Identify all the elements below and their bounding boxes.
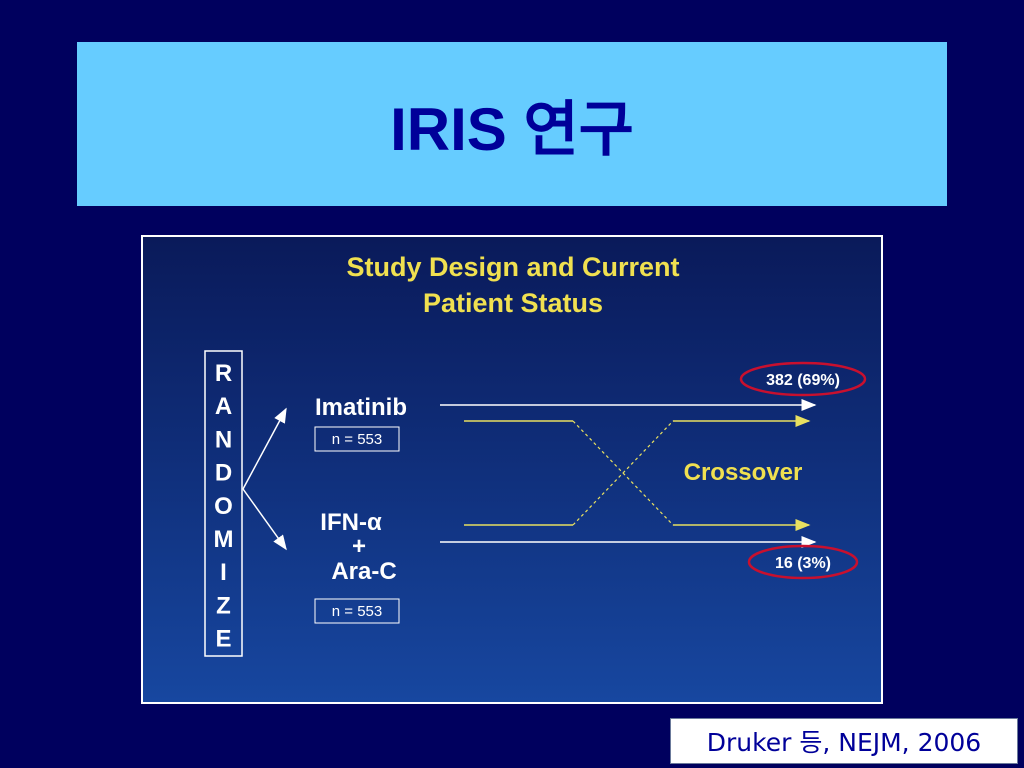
randomize-letter: O <box>214 493 233 520</box>
citation-text: Druker 등, NEJM, 2006 <box>706 728 982 757</box>
arm1-result-circle <box>739 361 867 397</box>
arm1-n-box <box>314 426 400 452</box>
arm1-name: Imatinib <box>315 394 407 421</box>
arm1-result: 382 (69%) <box>766 372 840 389</box>
randomize-letter: N <box>215 426 232 453</box>
randomize-letter: M <box>214 526 234 553</box>
arm2-n-box <box>314 598 400 624</box>
arm2-result-circle <box>747 544 859 580</box>
citation: Druker 등, NEJM, 2006 <box>670 718 1018 764</box>
title-bar: IRIS 연구 <box>77 42 947 206</box>
crossover-diagonal-up <box>572 420 674 526</box>
slide-title: IRIS 연구 <box>390 95 634 163</box>
arm2-result: 16 (3%) <box>775 555 831 572</box>
randomize-letter: R <box>215 360 232 387</box>
randomize-letter: E <box>215 626 231 653</box>
arm2-line1: IFN-α <box>320 509 382 536</box>
randomize-letter: Z <box>216 592 231 619</box>
randomize-box <box>204 350 243 657</box>
branch-arrow-ifn <box>242 488 287 551</box>
arm2-n: n = 553 <box>332 603 382 620</box>
arm2-line3: Ara-C <box>331 558 396 585</box>
diagram-heading-line1: Study Design and Current <box>346 252 679 282</box>
randomize-letter: D <box>215 460 232 487</box>
arm2-line2: + <box>352 533 366 560</box>
randomize-letter: A <box>215 393 232 420</box>
randomize-letter: I <box>220 559 227 586</box>
crossover-label: Crossover <box>684 459 803 486</box>
arm1-n: n = 553 <box>332 431 382 448</box>
branch-arrow-imatinib <box>242 407 287 490</box>
diagram-heading-line2: Patient Status <box>423 288 603 318</box>
study-design-diagram: Study Design and Current Patient Status … <box>141 235 883 704</box>
diagram-svg: Study Design and Current Patient Status … <box>204 252 867 657</box>
